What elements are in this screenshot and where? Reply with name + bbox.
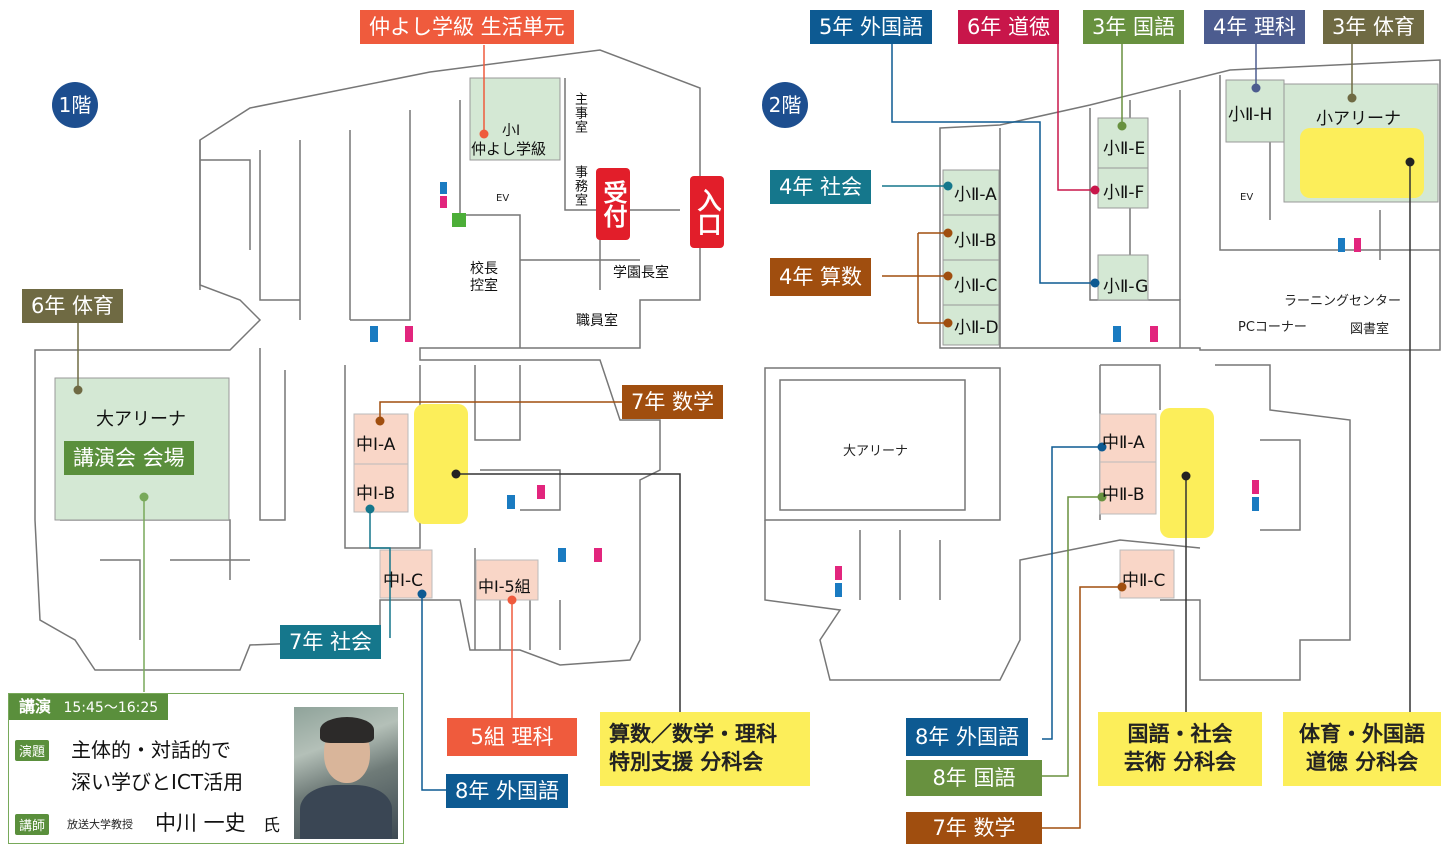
speaker-title: 放送大学教授 [67,818,133,831]
session-bubble-math-science: 算数／数学・理科 特別支援 分科会 [600,712,810,786]
room-ch2c [1119,549,1175,599]
room-sho2-d [942,304,1000,346]
label-pe6: 6年 体育 [22,289,124,323]
lecture-header: 講演 15:45～16:25 [9,694,169,720]
room-label-ch1b: 中Ⅰ-B [356,484,396,504]
floor2-outline [939,59,1441,351]
lecture-info-panel: 講演 15:45～16:25 演題 主体的・対話的で 深い学びとICT活用 講師… [8,693,404,844]
leader-lines [77,42,1411,829]
label-social4: 4年 社会 [770,170,872,204]
session-bubble-line: 体育・外国語 [1299,722,1425,746]
reception-sign: 受付 [596,168,630,240]
room-label-big-arena-2f: 大アリーナ [843,444,909,459]
room-label-principal-a: 校長 [470,261,498,277]
lecture-theme-line1: 主体的・対話的で [71,738,231,762]
lecture-heading: 講演 [19,697,52,716]
leader-dots [73,83,1415,605]
room-label-chief: 主事室 [572,92,587,134]
room-sho2-f [1097,167,1149,209]
room-ch1b [353,463,409,513]
speaker-honorific: 氏 [263,816,280,836]
room-label-principal-b: 控室 [470,278,498,294]
room-sho2-a [942,169,1000,216]
room-label-small-arena: 小アリーナ [1316,109,1401,129]
speaker-tag: 講師 [15,814,50,835]
room-sho2-c [942,259,1000,306]
highlight-small-arena [1300,128,1424,198]
lecture-theme-line2: 深い学びとICT活用 [71,770,244,794]
accessible-icon [452,213,466,227]
session-bubble-line: 算数／数学・理科 [609,722,777,746]
label-math4: 4年 算数 [770,258,872,296]
room-label-ch2a: 中Ⅱ-A [1102,433,1145,453]
session-bubble-japanese-social: 国語・社会 芸術 分科会 [1098,712,1262,786]
room-sho2-b [942,214,1000,261]
session-bubble-line: 国語・社会 [1127,722,1233,746]
floor1-outline [34,49,701,671]
floor-badge-2f: 2階 [762,82,808,128]
room-label-sho2-e: 小Ⅱ-E [1103,139,1146,159]
room-label-lecture-venue: 講演会 会場 [64,441,194,475]
room-label-ev-2f: EV [1240,192,1254,203]
room-label-sho2-b: 小Ⅱ-B [954,231,997,251]
room-label-learning-center: ラーニングセンター [1284,294,1402,309]
theme-tag: 演題 [15,740,50,761]
room-label-library: 図書室 [1350,322,1390,337]
room-ch2b [1099,461,1157,515]
room-label-sho2-d: 小Ⅱ-D [954,318,999,338]
label-math7-2f: 7年 数学 [906,812,1042,844]
room-label-sho2-f: 小Ⅱ-F [1103,183,1145,203]
room-sho1-nakayoshi [469,77,561,161]
room-label-ch2c: 中Ⅱ-C [1122,571,1166,591]
label-social7: 7年 社会 [280,625,382,659]
room-label-sho2-g: 小Ⅱ-G [1103,277,1149,297]
label-japanese3: 3年 国語 [1083,10,1185,44]
room-label-nakayoshi: 仲よし学級 [471,140,547,158]
session-bubble-line: 道徳 分科会 [1305,750,1419,774]
room-label-dean: 学園長室 [613,265,669,281]
label-science4: 4年 理科 [1204,10,1306,44]
floor-badge-1f: 1階 [52,82,98,128]
label-moral6: 6年 道徳 [958,10,1060,44]
room-label-ch2b: 中Ⅱ-B [1102,485,1145,505]
room-label-ch15: 中Ⅰ-5組 [478,577,531,596]
label-japanese8: 8年 国語 [906,760,1042,796]
room-label-ev-1f: EV [496,193,510,204]
label-foreign8-2f: 8年 外国語 [906,718,1029,756]
label-math7-1f: 7年 数学 [622,385,724,419]
session-bubble-pe-foreign: 体育・外国語 道徳 分科会 [1283,712,1441,786]
label-science5: 5組 理科 [447,718,577,756]
room-label-sho2-h: 小Ⅱ-H [1228,105,1273,125]
room-label-sho2-a: 小Ⅱ-A [954,185,997,205]
room-label-sho2-c: 小Ⅱ-C [954,276,998,296]
room-ch15 [475,559,539,601]
session-bubble-line: 特別支援 分科会 [609,750,764,774]
highlight-1f [414,404,468,524]
speaker-name: 中川 一史 [155,811,246,835]
session-bubble-line: 芸術 分科会 [1123,750,1237,774]
room-label-arena-1f: 大アリーナ [96,409,186,430]
room-label-office: 事務室 [572,165,587,207]
label-pe3: 3年 体育 [1323,10,1425,44]
room-label-ch1c: 中Ⅰ-C [383,571,424,591]
restroom-icons [370,182,1361,597]
room-label-sho1: 小Ⅰ [502,123,521,139]
label-foreign8-1f: 8年 外国語 [446,774,569,808]
label-special-class: 仲よし学級 生活単元 [360,10,574,44]
speaker-photo [294,707,398,839]
entrance-sign: 入口 [690,176,724,248]
label-foreign5: 5年 外国語 [810,10,933,44]
room-sho2-g [1097,254,1149,301]
room-label-ch1a: 中Ⅰ-A [356,435,396,455]
lecture-time: 15:45～16:25 [63,700,159,716]
room-label-pc: PCコーナー [1238,320,1307,335]
room-label-staff: 職員室 [576,313,618,329]
room-ch2a [1099,413,1157,463]
